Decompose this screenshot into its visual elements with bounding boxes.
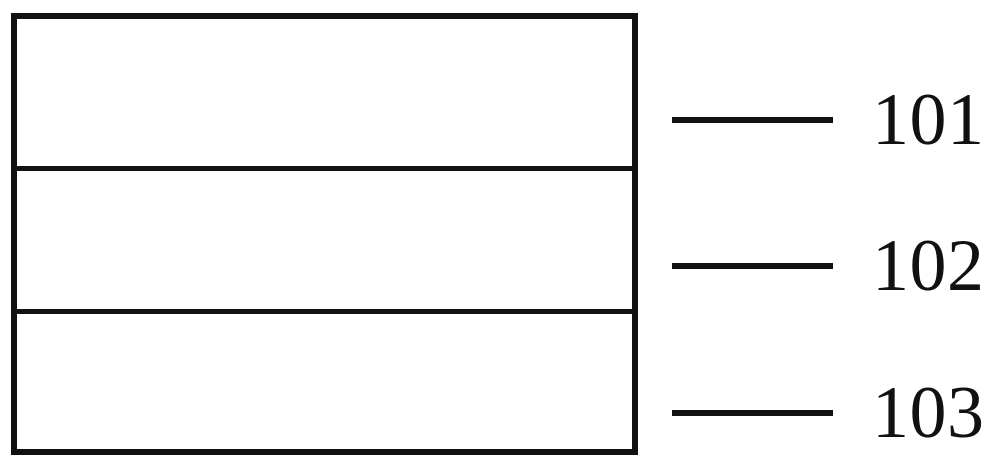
- leader-line-103: [672, 410, 833, 416]
- layer-103: [17, 309, 632, 449]
- layer-stack-outline: [11, 13, 638, 455]
- layer-102: [17, 166, 632, 309]
- layer-101: [17, 19, 632, 166]
- reference-numeral-101: 101: [872, 79, 985, 161]
- callout-103: 103: [672, 376, 985, 450]
- leader-line-102: [672, 263, 833, 269]
- reference-numeral-102: 102: [872, 225, 985, 307]
- leader-line-101: [672, 117, 833, 123]
- callout-102: 102: [672, 229, 985, 303]
- reference-numeral-103: 103: [872, 372, 985, 454]
- callout-101: 101: [672, 83, 985, 157]
